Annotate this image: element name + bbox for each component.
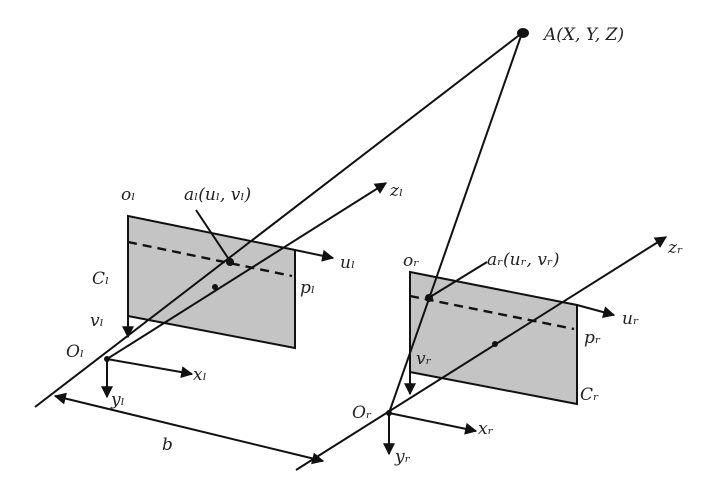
right-epipolar-dashed-line	[409, 294, 575, 331]
right-x-axis	[388, 412, 478, 435]
right-projection-ray	[388, 32, 523, 414]
label-right-y: yᵣ	[394, 447, 411, 467]
left-projection-ray	[34, 32, 523, 408]
label-right-C: Cᵣ	[580, 385, 599, 405]
left-x-axis	[106, 358, 194, 379]
label-right-z: zᵣ	[667, 238, 683, 258]
label-right-image-point: aᵣ(uᵣ, vᵣ)	[487, 250, 559, 270]
label-right-u: uᵣ	[622, 309, 639, 329]
label-right-v: vᵣ	[416, 349, 432, 369]
label-left-image-point: aₗ(uₗ, vₗ)	[184, 185, 251, 205]
right-principal-point	[492, 341, 498, 347]
point-A	[517, 28, 529, 38]
label-left-x: xₗ	[193, 365, 207, 385]
label-left-C: Cₗ	[92, 269, 109, 289]
right-u-axis	[576, 304, 616, 318]
label-left-z: zₗ	[389, 181, 403, 201]
left-z-axis	[106, 182, 388, 360]
label-left-y: yₗ	[110, 390, 125, 410]
right-optical-center	[386, 410, 392, 416]
right-z-axis	[295, 236, 668, 471]
label-left-origin-image: oₗ	[121, 185, 135, 205]
right-image-plane	[409, 270, 578, 406]
right-image-point-leader	[429, 261, 488, 298]
label-right-O: Oᵣ	[352, 403, 372, 423]
label-right-origin-image: oᵣ	[403, 251, 419, 271]
label-right-p: pᵣ	[584, 328, 601, 348]
label-point-A: A(X, Y, Z)	[542, 25, 624, 45]
baseline-arrow	[53, 392, 325, 465]
label-left-O: Oₗ	[66, 342, 84, 362]
label-baseline: b	[162, 435, 173, 455]
left-optical-center	[104, 356, 110, 362]
left-image-point-leader	[195, 209, 231, 262]
left-image-point	[226, 258, 234, 266]
label-right-x: xᵣ	[478, 419, 494, 439]
left-image-plane	[127, 214, 296, 350]
right-image-point	[425, 294, 433, 302]
left-u-axis	[294, 249, 335, 262]
left-principal-point	[212, 284, 218, 290]
label-left-p: pₗ	[300, 278, 315, 298]
label-left-u: uₗ	[340, 253, 355, 273]
left-epipolar-dashed-line	[127, 240, 293, 278]
label-left-v: vₗ	[90, 311, 104, 331]
